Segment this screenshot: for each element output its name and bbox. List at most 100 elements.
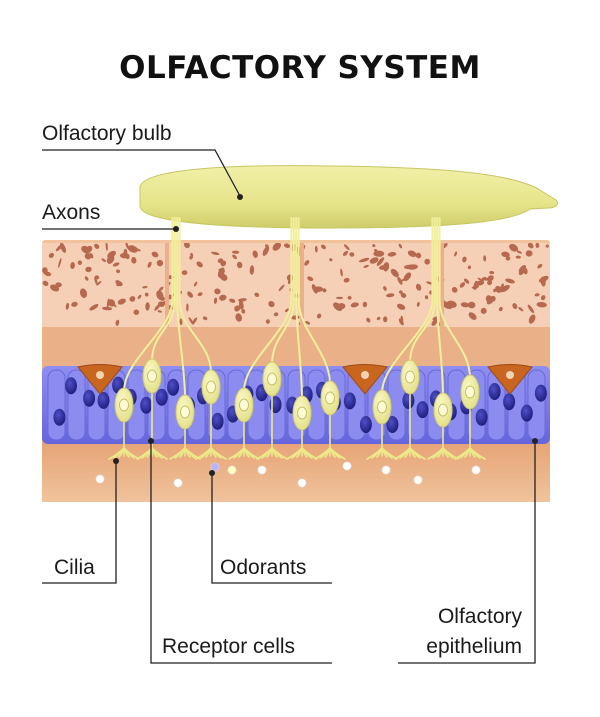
bone-pore: [283, 243, 291, 248]
bone-pore: [307, 276, 314, 282]
bone-pore: [362, 301, 368, 308]
bone-pore: [273, 312, 279, 317]
cell-nucleus: [83, 389, 96, 407]
axon-fiber: [297, 299, 331, 385]
bone-pore: [329, 258, 333, 262]
bone-pore: [383, 286, 387, 291]
gland-duct: [361, 371, 369, 379]
bone-pore: [196, 261, 203, 268]
receptor-nucleus: [297, 406, 307, 420]
bone-pore: [116, 269, 121, 274]
bone-pore: [505, 256, 511, 261]
bone-pore: [431, 318, 438, 326]
bone-pore: [500, 284, 510, 293]
bone-pore: [42, 280, 49, 287]
supporting-cell: [527, 369, 546, 441]
bone-pore: [145, 302, 150, 311]
bone-pore: [137, 294, 142, 300]
bone-pore: [343, 277, 350, 283]
bone-pore: [219, 273, 228, 281]
odorant-particle: [381, 465, 391, 475]
receptor-nucleus: [206, 380, 216, 394]
bone-pore: [518, 307, 524, 312]
receptor-neurons: [108, 217, 486, 460]
supporting-cell: [47, 369, 66, 441]
bone-pore: [373, 250, 385, 257]
bone-pore: [424, 295, 429, 300]
bone-pore: [407, 250, 417, 257]
odorant-particle: [297, 478, 307, 488]
bone-pore: [443, 301, 447, 307]
cell-nucleus: [488, 383, 501, 400]
bone-pore: [386, 293, 395, 298]
bone-pore: [343, 244, 350, 251]
bone-pore: [89, 252, 94, 259]
bone-pore: [372, 244, 376, 248]
bone-pore: [401, 278, 406, 282]
cilium: [329, 447, 346, 460]
odorant-particle: [173, 478, 183, 488]
bone-pore: [187, 291, 194, 298]
bone-pore: [322, 288, 327, 293]
bone-pore: [349, 252, 355, 257]
receptor-nucleus: [180, 405, 190, 419]
bone-pore: [65, 302, 70, 310]
axon-fiber: [295, 299, 303, 400]
tissue-block: [42, 240, 550, 502]
bone-pore: [350, 302, 359, 308]
bone-pore: [101, 258, 107, 263]
diagram-title: OLFACTORY SYSTEM: [119, 50, 481, 86]
bone-pore: [399, 290, 403, 294]
bone-pore: [512, 303, 518, 310]
bone-pore: [505, 278, 515, 284]
odorant-particle: [471, 465, 481, 475]
bowman-gland: [77, 364, 123, 395]
cell-nucleus: [402, 392, 415, 409]
bone-pore: [336, 303, 346, 310]
bone-pore: [229, 298, 236, 303]
bone-pore: [538, 275, 549, 283]
bone-pore: [241, 309, 246, 314]
gland-duct: [96, 371, 104, 379]
bone-pore: [468, 312, 477, 320]
bone-pore: [540, 295, 546, 301]
bone-pore: [70, 262, 75, 269]
bone-pore: [536, 301, 547, 308]
bone-pore: [84, 276, 89, 281]
bone-pore: [125, 243, 129, 249]
bone-pore: [474, 280, 485, 286]
bone-pore: [156, 259, 164, 267]
bone-pore: [446, 300, 457, 308]
label-cilia: Cilia: [54, 556, 95, 579]
bone-pore: [147, 261, 152, 268]
bone-pore: [347, 295, 352, 300]
bone-pore: [71, 301, 78, 307]
cell-nucleus: [343, 392, 356, 410]
bone-pore: [460, 302, 470, 308]
bone-pore: [142, 286, 148, 289]
receptor-nucleus: [438, 403, 448, 417]
bone-pore: [112, 302, 117, 308]
bone-pore: [235, 313, 242, 322]
odorant-particle: [227, 465, 237, 475]
bone-pore: [232, 254, 237, 260]
bone-pore: [376, 316, 381, 321]
bone-pore: [451, 287, 458, 293]
bone-pore: [219, 294, 227, 301]
bone-pore: [432, 316, 439, 321]
bone-pore: [527, 304, 535, 314]
bone-gap: [440, 243, 444, 327]
axon-fiber: [176, 299, 186, 399]
label-axons: Axons: [42, 201, 100, 224]
receptor-nucleus: [405, 370, 415, 384]
bone-pore: [383, 262, 390, 272]
bone-pore: [515, 255, 521, 259]
bone-pore: [217, 258, 224, 264]
bone-pore: [131, 257, 137, 264]
cell-nucleus: [155, 388, 168, 406]
bone-pore: [272, 243, 282, 251]
bone-pore: [398, 318, 404, 326]
axon-fiber: [178, 299, 212, 374]
bone-pore: [509, 243, 519, 252]
